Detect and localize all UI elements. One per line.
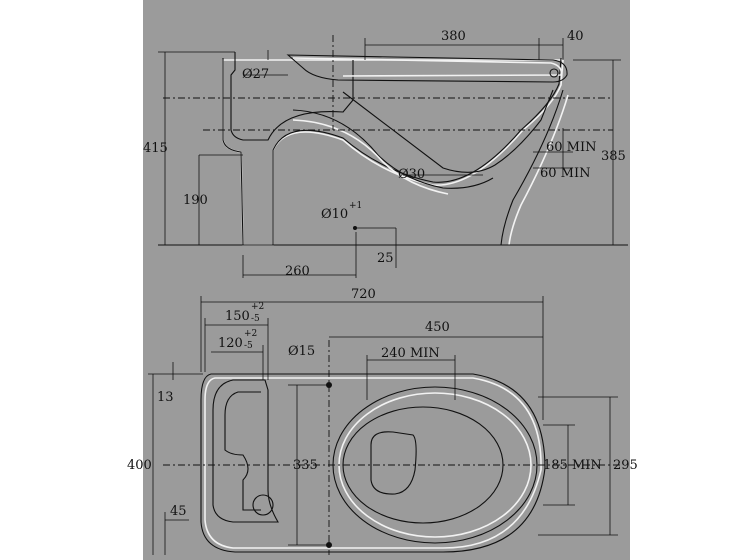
dim-60-min-b: 60 MIN bbox=[540, 166, 591, 181]
dim-380: 380 bbox=[441, 29, 466, 44]
dim-385: 385 bbox=[601, 149, 626, 164]
plan-view-dimension-lines bbox=[148, 296, 618, 555]
dim-phi30: Ø30 bbox=[398, 167, 425, 182]
side-view-seat-highlight bbox=[292, 57, 563, 77]
side-view-hinge-hole bbox=[549, 68, 559, 78]
side-view-front-pedestal bbox=[500, 89, 564, 246]
side-view-seat bbox=[286, 54, 568, 83]
plan-view: 720 150 +2 -5 120 +2 -5 450 240 MIN Ø15 … bbox=[127, 287, 638, 555]
dim-190: 190 bbox=[183, 193, 208, 208]
plan-view-body-outline bbox=[200, 373, 546, 553]
side-view: 380 40 415 385 190 260 25 Ø27 Ø30 Ø10 +1… bbox=[143, 29, 628, 279]
dim-450: 450 bbox=[425, 320, 450, 335]
dim-335: 335 bbox=[293, 458, 318, 473]
toilet-dimension-drawing: 380 40 415 385 190 260 25 Ø27 Ø30 Ø10 +1… bbox=[127, 29, 638, 555]
dim-60-min-a: 60 MIN bbox=[546, 140, 597, 155]
dim-295: 295 bbox=[613, 458, 638, 473]
dim-185-min: 185 MIN bbox=[543, 458, 602, 473]
plan-view-body-highlight bbox=[204, 377, 542, 549]
dim-415: 415 bbox=[143, 141, 168, 156]
dim-phi15: Ø15 bbox=[288, 344, 315, 359]
dim-150-tol-up: +2 bbox=[251, 302, 264, 312]
dim-400: 400 bbox=[127, 458, 152, 473]
dim-120: 120 bbox=[218, 336, 243, 351]
plan-view-outlet-hole bbox=[252, 494, 274, 516]
dim-260: 260 bbox=[285, 264, 310, 279]
side-view-dimension-lines bbox=[158, 38, 621, 278]
dim-45: 45 bbox=[170, 504, 187, 519]
dim-13: 13 bbox=[157, 390, 174, 405]
dim-25: 25 bbox=[377, 251, 394, 266]
side-view-front-highlight bbox=[508, 94, 569, 246]
plan-view-water-surface bbox=[370, 431, 417, 495]
plan-view-cistern-inner bbox=[224, 391, 261, 511]
dim-240-min: 240 MIN bbox=[381, 346, 440, 361]
dim-phi10-tolerance: +1 bbox=[349, 201, 362, 211]
side-view-drain-mark bbox=[353, 226, 357, 230]
dim-phi10: Ø10 bbox=[321, 207, 348, 222]
dim-40: 40 bbox=[567, 29, 584, 44]
dim-120-tol-down: -5 bbox=[244, 341, 253, 351]
side-view-cistern bbox=[230, 52, 354, 141]
side-view-bowl bbox=[342, 89, 554, 173]
side-view-trap bbox=[292, 109, 494, 189]
plan-view-cistern-recess bbox=[212, 379, 279, 523]
side-view-trap-highlight bbox=[292, 119, 449, 195]
dim-150: 150 bbox=[225, 309, 250, 324]
technical-drawing-sheet: 380 40 415 385 190 260 25 Ø27 Ø30 Ø10 +1… bbox=[127, 0, 638, 560]
dim-150-tol-down: -5 bbox=[251, 314, 260, 324]
dim-phi27: Ø27 bbox=[242, 67, 269, 82]
dim-720: 720 bbox=[351, 287, 376, 302]
dim-120-tol-up: +2 bbox=[244, 329, 257, 339]
